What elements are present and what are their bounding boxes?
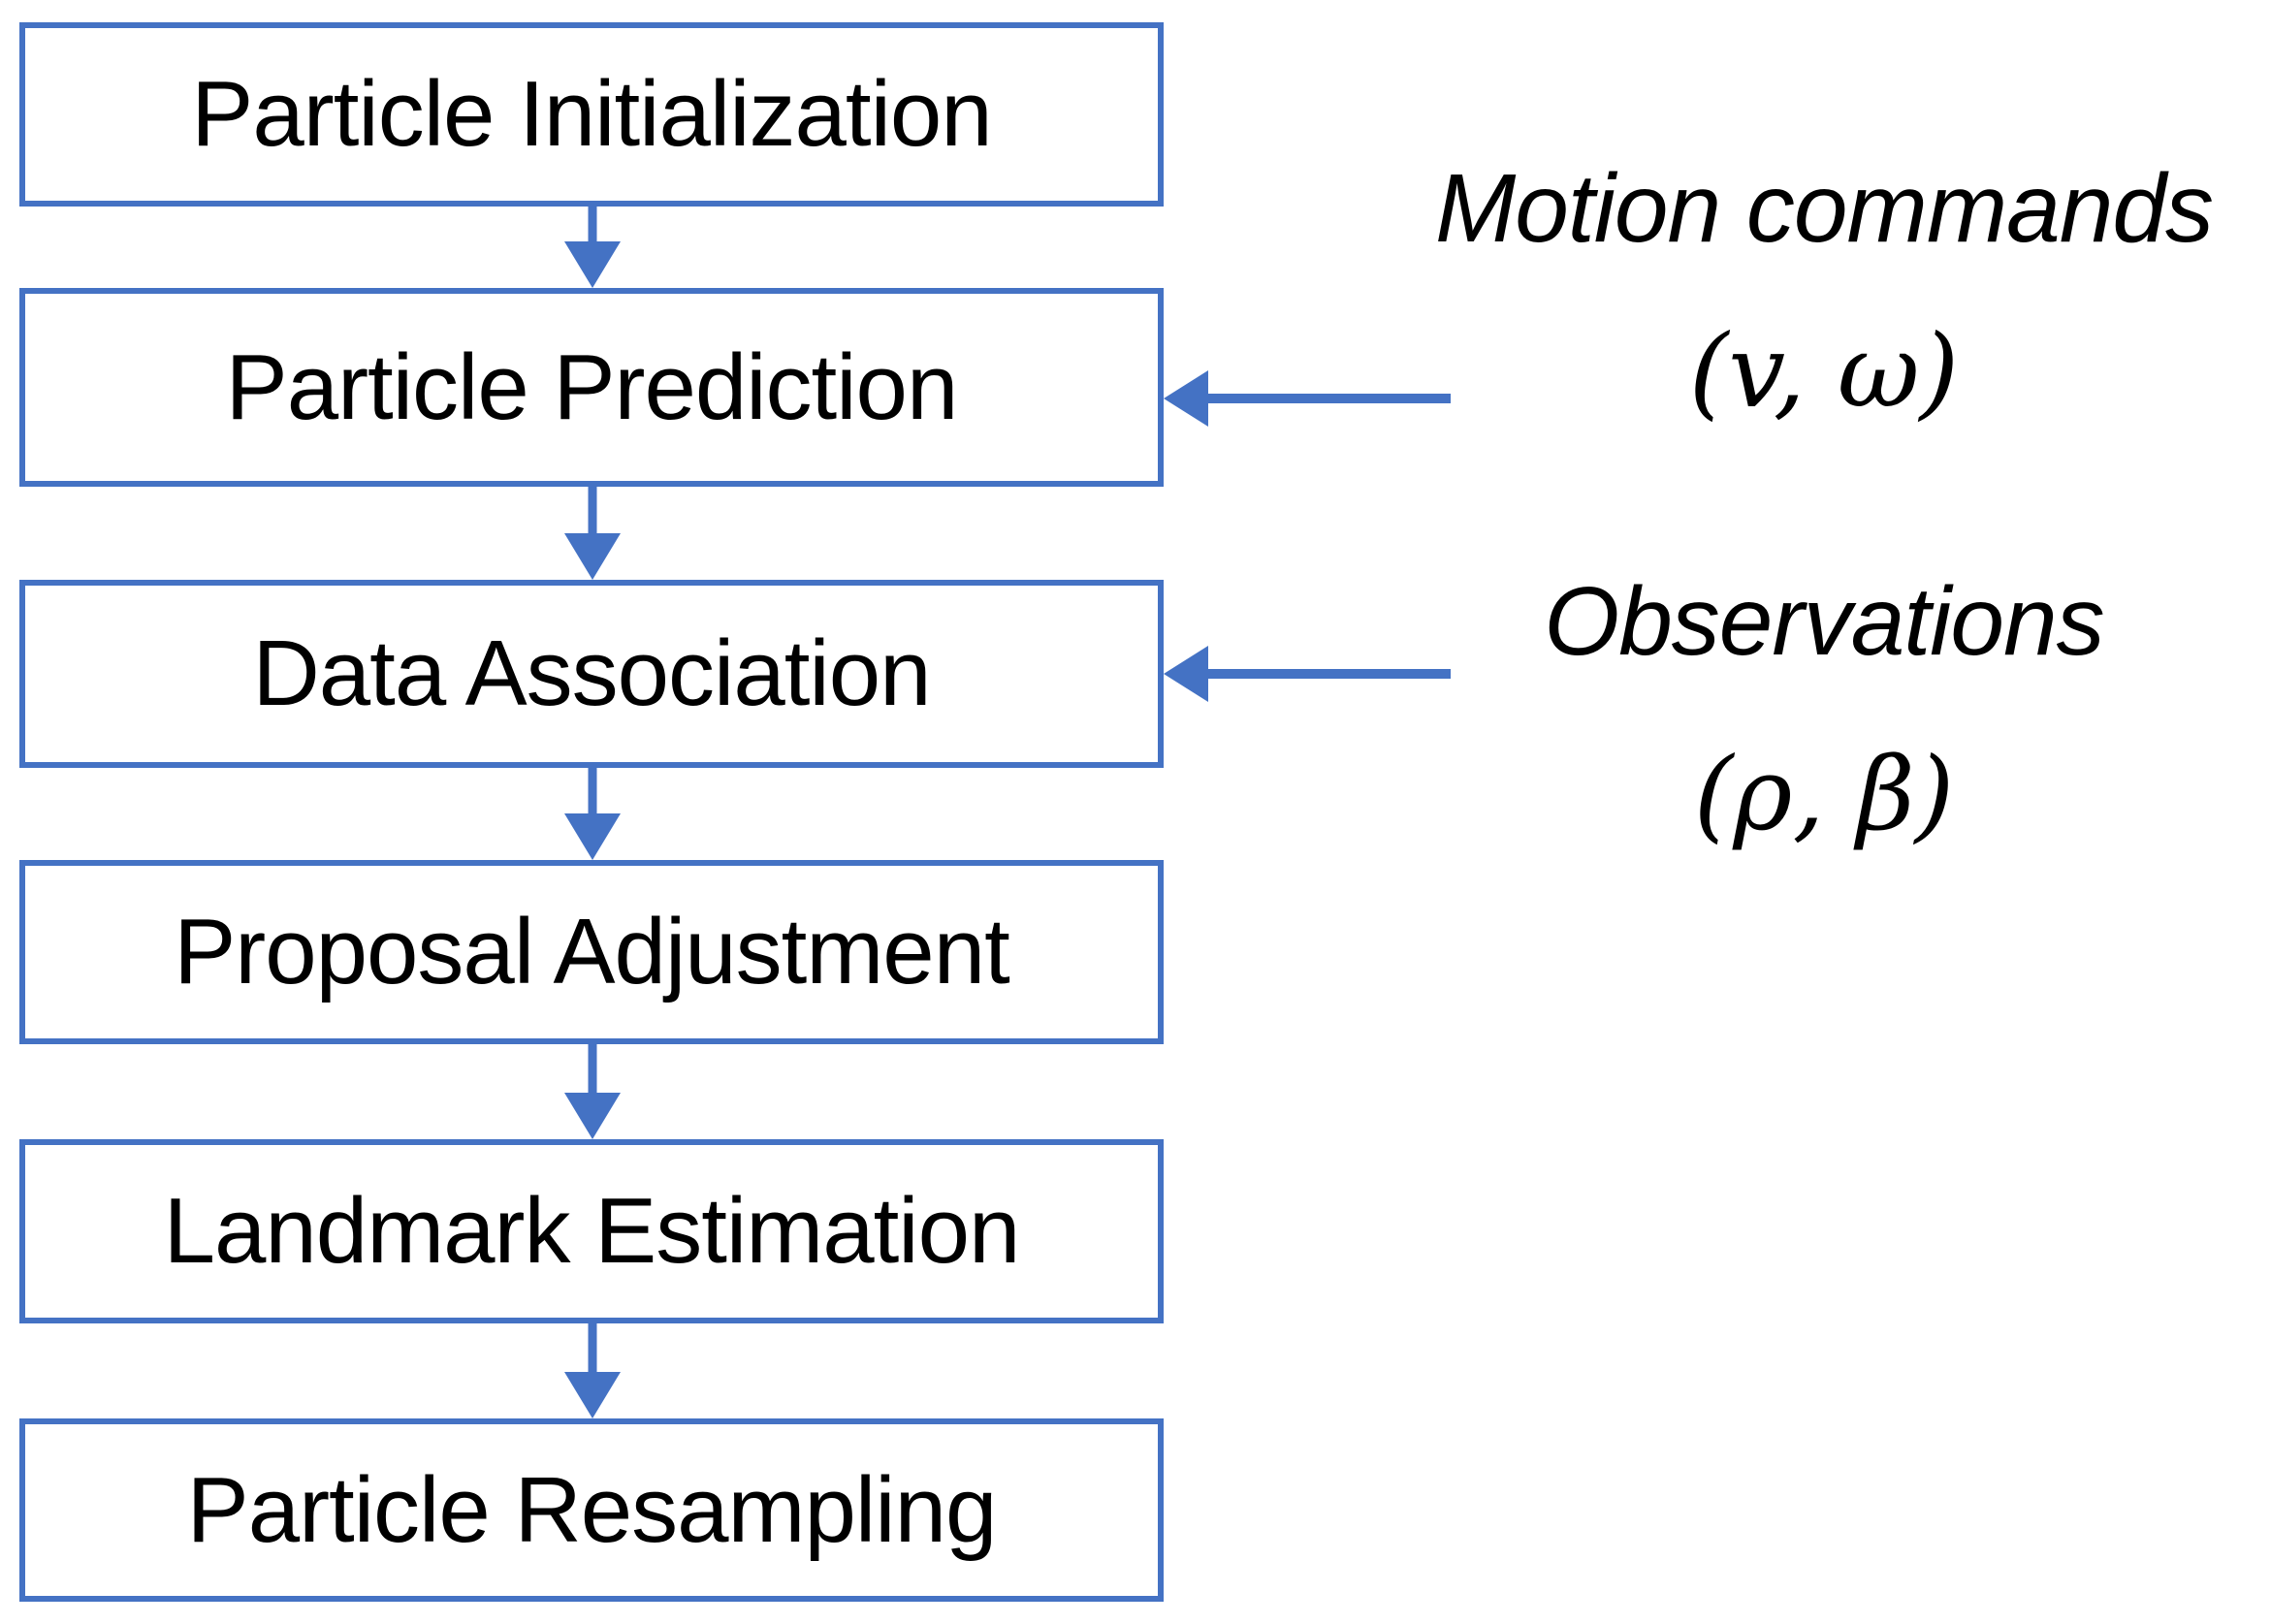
down-arrow-3 [564,768,621,860]
down-arrow-4 [564,1044,621,1139]
flow-box-label-particle-resampling: Particle Resampling [186,1457,998,1562]
down-arrow-5-arrowhead-icon [564,1372,621,1418]
down-arrow-2-arrowhead-icon [564,533,621,580]
motion-commands-symbols: (v, ω) [1688,312,1960,430]
flow-box-label-landmark-estimation: Landmark Estimation [163,1179,1021,1283]
down-arrow-3-arrowhead-icon [564,813,621,860]
flow-box-label-particle-prediction: Particle Prediction [225,334,959,439]
observations-symbols: (ρ, β) [1693,735,1955,853]
down-arrow-1-arrowhead-icon [564,241,621,288]
flow-box-label-particle-initialization: Particle Initialization [191,62,992,166]
input-arrow-motion-shaft [1204,394,1451,403]
down-arrow-1 [564,207,621,288]
flow-box-label-data-association: Data Association [252,621,931,725]
input-arrow-observations-shaft [1204,669,1451,679]
flow-box-landmark-estimation: Landmark Estimation [19,1139,1164,1323]
down-arrow-4-arrowhead-icon [564,1093,621,1139]
down-arrow-2-shaft [588,487,597,537]
down-arrow-5-shaft [588,1323,597,1376]
flow-box-particle-resampling: Particle Resampling [19,1418,1164,1602]
input-arrow-observations-arrowhead-icon [1164,646,1208,702]
input-arrow-motion-commands [1164,370,1451,427]
observations-label: Observations [1544,567,2104,676]
input-arrow-motion-arrowhead-icon [1164,370,1208,427]
flow-box-particle-initialization: Particle Initialization [19,22,1164,207]
motion-commands-label: Motion commands [1435,154,2214,263]
down-arrow-3-shaft [588,768,597,817]
input-arrow-observations [1164,646,1451,702]
flow-box-particle-prediction: Particle Prediction [19,288,1164,487]
down-arrow-1-shaft [588,207,597,245]
flow-box-proposal-adjustment: Proposal Adjustment [19,860,1164,1044]
down-arrow-2 [564,487,621,580]
down-arrow-4-shaft [588,1044,597,1097]
flow-box-data-association: Data Association [19,580,1164,768]
down-arrow-5 [564,1323,621,1418]
flow-box-label-proposal-adjustment: Proposal Adjustment [174,900,1009,1003]
